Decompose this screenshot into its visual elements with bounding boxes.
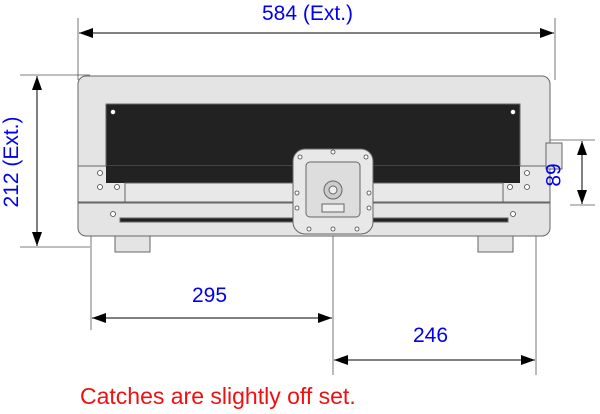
latch-right-dimension-label: 246 [413,324,449,347]
rivets [97,109,530,232]
side-catch [545,142,563,170]
offset-note: Catches are slightly off set. [80,383,356,409]
width-dimension-label: 584 (Ext.) [262,2,354,25]
height-dimension-label: 212 (Ext.) [0,116,23,208]
flight-case [77,75,563,253]
dimension-lines [32,28,587,365]
catch-height-dimension-label: 89 [542,163,566,187]
latch-left-dimension-label: 295 [192,284,228,307]
